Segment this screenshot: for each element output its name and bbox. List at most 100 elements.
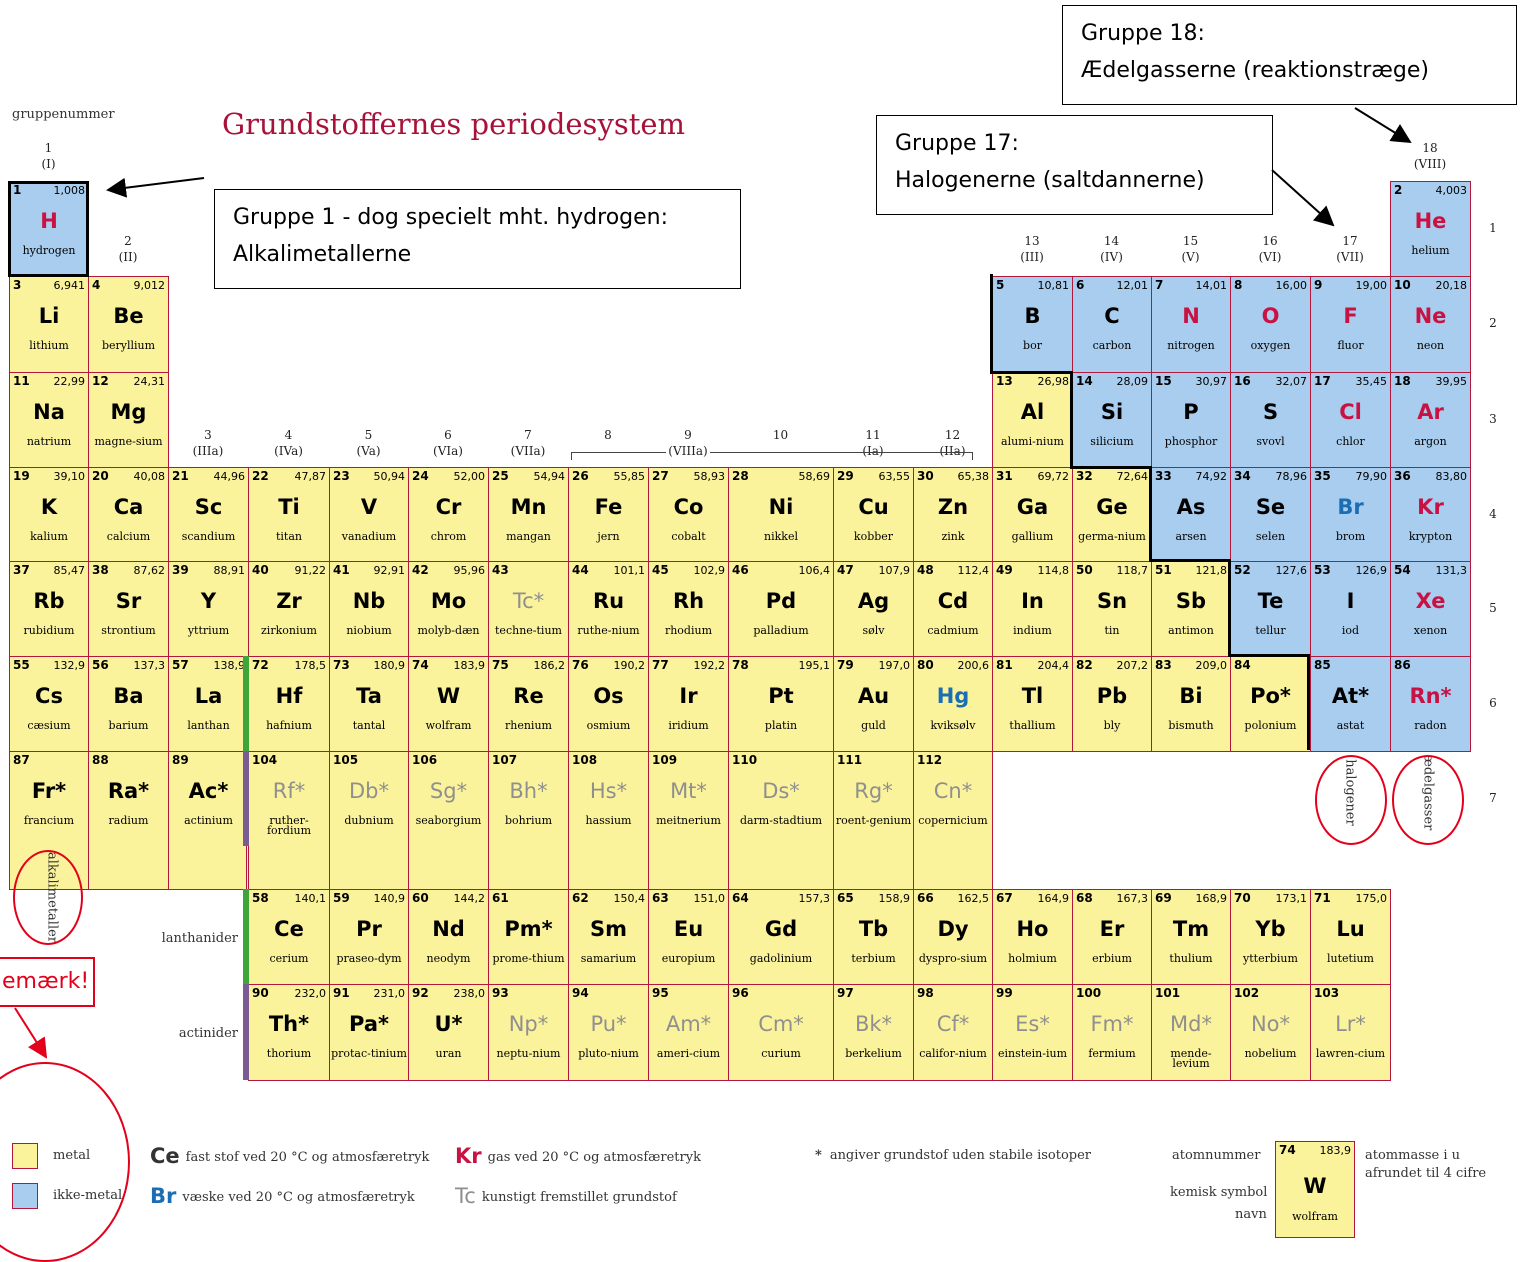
element-symbol: Sm xyxy=(589,917,627,941)
atomic-number: 45 xyxy=(652,563,669,577)
element-name: nitrogen xyxy=(1167,339,1215,352)
atomic-number: 108 xyxy=(572,753,598,767)
atomic-number: 37 xyxy=(13,563,30,577)
element-symbol: Sg* xyxy=(429,779,468,803)
metal-boundary-line xyxy=(1149,466,1152,561)
group-header-3: 3(IIIa) xyxy=(168,427,248,459)
callout-group-17-line-1: Gruppe 17: xyxy=(895,131,1019,156)
group-number: 18 xyxy=(1422,141,1438,155)
element-symbol: Ca xyxy=(113,495,144,519)
element-name: wolfram xyxy=(425,719,472,732)
group-number: 3 xyxy=(204,428,212,442)
element-name: jern xyxy=(597,530,620,543)
key-mass-label-1: atommasse i u xyxy=(1365,1148,1461,1163)
atomic-mass: 54,94 xyxy=(533,470,566,483)
group-number: 10 xyxy=(772,428,789,442)
atomic-mass: 28,09 xyxy=(1116,375,1149,388)
atomic-mass: 150,4 xyxy=(613,892,646,905)
atomic-mass: 74,92 xyxy=(1195,470,1228,483)
legend-synthetic-text: kunstigt fremstillet grundstof xyxy=(481,1190,677,1205)
period-number-4: 4 xyxy=(1489,507,1497,521)
metal-boundary-line xyxy=(1307,654,1310,750)
atomic-mass: 79,90 xyxy=(1355,470,1388,483)
element-name: techne-tium xyxy=(495,624,562,637)
atomic-number: 75 xyxy=(492,658,509,672)
atomic-number: 96 xyxy=(732,986,749,1000)
group-number: 2 xyxy=(124,234,132,248)
atomic-number: 26 xyxy=(572,469,589,483)
element-name: argon xyxy=(1414,435,1447,448)
element-name: radon xyxy=(1414,719,1447,732)
atomic-mass: 173,1 xyxy=(1275,892,1308,905)
element-name: chlor xyxy=(1336,435,1365,448)
atomic-mass: 238,0 xyxy=(453,987,486,1000)
element-name: rubidium xyxy=(23,624,75,637)
atomic-number: 56 xyxy=(92,658,109,672)
element-name: astat xyxy=(1336,719,1365,732)
element-symbol: Na xyxy=(33,400,65,424)
atomic-mass: 186,2 xyxy=(533,659,566,672)
element-symbol: Zn xyxy=(937,495,969,519)
element-name: dyspro-sium xyxy=(918,952,988,965)
element-symbol: U* xyxy=(434,1012,463,1036)
legend-synthetic-symbol: Tc xyxy=(455,1184,476,1208)
element-symbol: Si xyxy=(1100,400,1124,424)
atomic-number: 67 xyxy=(996,891,1013,905)
group-roman: (VIIIa) xyxy=(666,443,710,459)
element-symbol: Lr* xyxy=(1335,1012,1366,1036)
element-symbol: W xyxy=(436,684,461,708)
atomic-mass: 183,9 xyxy=(453,659,486,672)
element-name: seaborgium xyxy=(415,814,482,827)
element-name: titan xyxy=(275,530,302,543)
group-roman: (IV) xyxy=(1100,250,1123,264)
element-symbol: Xe xyxy=(1415,589,1446,613)
element-name: cerium xyxy=(269,952,309,965)
metal-boundary-line xyxy=(1070,371,1073,468)
element-name: mangan xyxy=(506,530,551,543)
element-symbol: Ni xyxy=(768,495,794,519)
legend-solid-text: fast stof ved 20 °C og atmosfæretryk xyxy=(185,1150,430,1165)
element-symbol: Cm* xyxy=(758,1012,804,1036)
period-number-6: 6 xyxy=(1489,696,1497,710)
key-name-label: navn xyxy=(1235,1207,1267,1222)
group-roman: (III) xyxy=(1020,250,1044,264)
legend-liquid-text: væske ved 20 °C og atmosfæretryk xyxy=(182,1190,415,1205)
legend-gas-text: gas ved 20 °C og atmosfæretryk xyxy=(487,1150,701,1165)
element-name: nikkel xyxy=(764,530,798,543)
atomic-number: 42 xyxy=(412,563,429,577)
group-header-18: 18(VIII) xyxy=(1390,140,1470,172)
atomic-number: 51 xyxy=(1155,563,1172,577)
atomic-mass: 58,93 xyxy=(693,470,726,483)
atomic-mass: 72,64 xyxy=(1116,470,1149,483)
atomic-number: 46 xyxy=(732,563,749,577)
element-symbol: In xyxy=(1021,589,1044,613)
element-name: radium xyxy=(108,814,149,827)
atomic-mass: 95,96 xyxy=(453,564,486,577)
callout-group-18-line-2: Ædelgasserne (reaktionstræge) xyxy=(1081,58,1429,83)
element-name: mende-levium xyxy=(1170,1047,1212,1070)
group-number: 4 xyxy=(284,428,293,442)
atomic-mass: 195,1 xyxy=(798,659,831,672)
group-roman: (IIa) xyxy=(939,444,966,458)
element-symbol: Hf xyxy=(275,684,303,708)
arrow-group-18 xyxy=(1354,107,1412,144)
element-name: fermium xyxy=(1088,1047,1136,1060)
callout-group-1-line-1: Gruppe 1 - dog specielt mht. hydrogen: xyxy=(233,205,669,230)
